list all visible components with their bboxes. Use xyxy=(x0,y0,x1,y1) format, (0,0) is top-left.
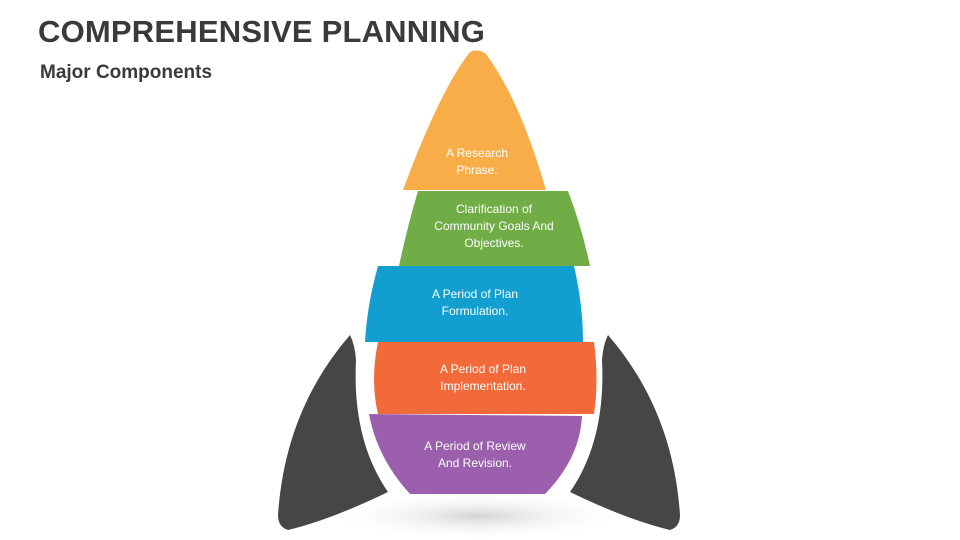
right-fin-shape xyxy=(570,335,680,530)
left-fin-shape xyxy=(278,335,388,530)
page-title: COMPREHENSIVE PLANNING xyxy=(38,14,486,49)
segment-label-line: Formulation. xyxy=(442,304,509,318)
segment-shape xyxy=(365,266,583,342)
segment-label-line: Clarification of xyxy=(456,202,533,216)
segment-label-line: Objectives. xyxy=(464,236,523,250)
segment-label-line: Implementation. xyxy=(440,379,525,393)
segment-label-line: A Period of Plan xyxy=(432,287,518,301)
segment-shape xyxy=(399,191,590,266)
rocket-shadow xyxy=(328,492,628,540)
segment-label-line: Phrase. xyxy=(456,163,497,177)
segment-label-line: A Period of Plan xyxy=(440,362,526,376)
segment-shape xyxy=(403,50,546,191)
segment-shape xyxy=(374,342,597,414)
segment-label-line: And Revision. xyxy=(438,456,512,470)
segment-label-line: A Period of Review xyxy=(424,439,526,453)
segment-label-line: A Research xyxy=(446,146,508,160)
segment-label-line: Community Goals And xyxy=(434,219,553,233)
page-subtitle: Major Components xyxy=(40,62,213,83)
segment-shape xyxy=(369,414,582,494)
